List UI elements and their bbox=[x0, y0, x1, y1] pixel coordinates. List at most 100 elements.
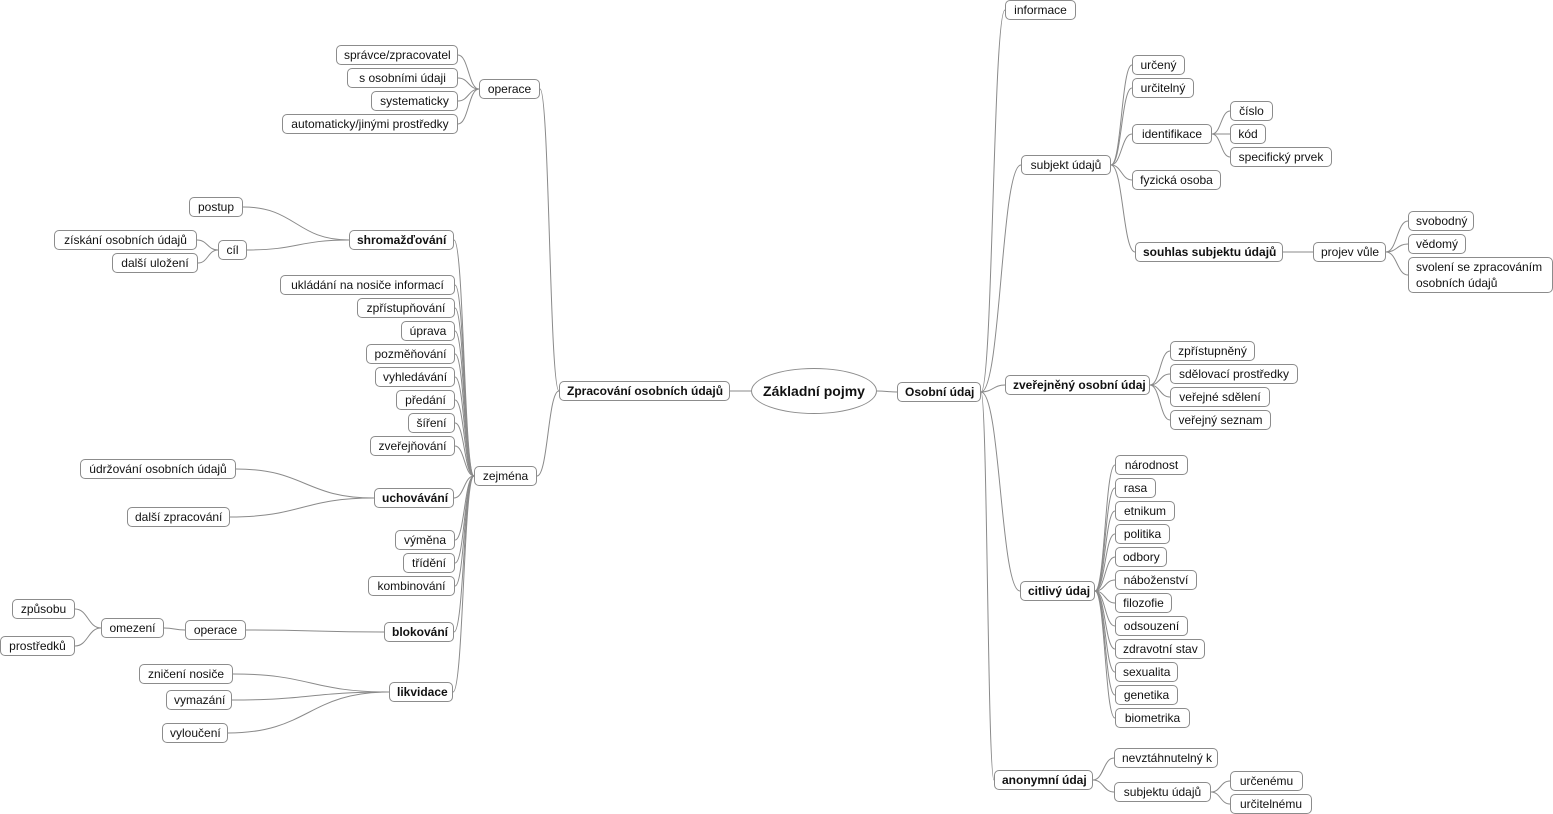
node-c8[interactable]: odsouzení bbox=[1115, 616, 1188, 636]
link-cil2 bbox=[197, 249, 219, 264]
node-zv1[interactable]: zpřístupněný bbox=[1170, 341, 1255, 361]
node-inf[interactable]: informace bbox=[1005, 0, 1076, 20]
link-postup bbox=[242, 206, 350, 241]
node-ident[interactable]: identifikace bbox=[1132, 124, 1212, 144]
node-c11[interactable]: genetika bbox=[1115, 685, 1178, 705]
node-c4[interactable]: politika bbox=[1115, 524, 1170, 544]
link-zpr-op bbox=[539, 88, 560, 392]
node-op1[interactable]: správce/zpracovatel bbox=[336, 45, 458, 65]
link-op2 bbox=[457, 77, 480, 90]
link-souh bbox=[1110, 164, 1136, 253]
link-an1 bbox=[1092, 757, 1115, 781]
node-c10[interactable]: sexualita bbox=[1115, 662, 1178, 682]
node-an22[interactable]: určitelnému bbox=[1230, 794, 1312, 814]
node-op4[interactable]: automaticky/jinými prostředky bbox=[282, 114, 458, 134]
node-c5[interactable]: odbory bbox=[1115, 547, 1167, 567]
node-c1[interactable]: národnost bbox=[1115, 455, 1188, 475]
link-lik bbox=[452, 475, 475, 693]
node-lik1[interactable]: zničení nosiče bbox=[139, 664, 233, 684]
node-uch1[interactable]: údržování osobních údajů bbox=[80, 459, 236, 479]
node-c12[interactable]: biometrika bbox=[1115, 708, 1190, 728]
node-z9[interactable]: výměna bbox=[395, 530, 455, 550]
node-cil1[interactable]: získání osobních údajů bbox=[54, 230, 197, 250]
node-zpus[interactable]: způsobu bbox=[12, 599, 75, 619]
link-fyz bbox=[1110, 164, 1133, 181]
link-svob bbox=[1385, 220, 1409, 253]
node-omez[interactable]: omezení bbox=[101, 618, 164, 638]
node-z10[interactable]: třídění bbox=[403, 553, 455, 573]
node-z3[interactable]: úprava bbox=[401, 321, 455, 341]
node-sub[interactable]: subjekt údajů bbox=[1021, 155, 1111, 175]
link-omez bbox=[163, 627, 186, 631]
link-c12 bbox=[1094, 590, 1116, 719]
link-c1 bbox=[1094, 464, 1116, 592]
node-an1[interactable]: nevztáhnutelný k bbox=[1114, 748, 1218, 768]
node-an2[interactable]: subjektu údajů bbox=[1114, 782, 1211, 802]
node-zv2[interactable]: sdělovací prostředky bbox=[1170, 364, 1298, 384]
node-proj[interactable]: projev vůle bbox=[1313, 242, 1386, 262]
node-spec[interactable]: specifický prvek bbox=[1230, 147, 1332, 167]
link-shr bbox=[453, 239, 475, 477]
node-cit[interactable]: citlivý údaj bbox=[1020, 581, 1095, 601]
node-svob[interactable]: svobodný bbox=[1408, 211, 1474, 231]
node-cil2[interactable]: další uložení bbox=[112, 253, 198, 273]
node-ved[interactable]: vědomý bbox=[1408, 234, 1466, 254]
node-z4[interactable]: pozměňování bbox=[366, 344, 455, 364]
node-souh[interactable]: souhlas subjektu údajů bbox=[1135, 242, 1283, 262]
node-zpr-op[interactable]: operace bbox=[479, 79, 540, 99]
link-lik2 bbox=[231, 691, 390, 701]
node-blk[interactable]: blokování bbox=[384, 622, 454, 642]
link-op1 bbox=[457, 54, 480, 90]
node-z11[interactable]: kombinování bbox=[368, 576, 455, 596]
node-postup[interactable]: postup bbox=[189, 197, 243, 217]
node-lik2[interactable]: vymazání bbox=[166, 690, 232, 710]
link-c6 bbox=[1094, 579, 1116, 592]
node-lik[interactable]: likvidace bbox=[389, 682, 453, 702]
link-spec bbox=[1211, 133, 1231, 158]
node-shr[interactable]: shromažďování bbox=[349, 230, 454, 250]
node-zej[interactable]: zejména bbox=[474, 466, 537, 486]
node-zv3[interactable]: veřejné sdělení bbox=[1170, 387, 1270, 407]
node-c2[interactable]: rasa bbox=[1115, 478, 1156, 498]
link-c4 bbox=[1094, 533, 1116, 592]
node-zver[interactable]: zveřejněný osobní údaj bbox=[1005, 375, 1150, 395]
node-cislo[interactable]: číslo bbox=[1230, 101, 1273, 121]
node-z1[interactable]: ukládání na nosiče informací bbox=[280, 275, 455, 295]
node-blk-op[interactable]: operace bbox=[185, 620, 246, 640]
node-op3[interactable]: systematicky bbox=[371, 91, 458, 111]
node-zpr[interactable]: Zpracování osobních údajů bbox=[559, 381, 730, 401]
root-node[interactable]: Základní pojmy bbox=[751, 368, 877, 414]
node-uch2[interactable]: další zpracování bbox=[127, 507, 230, 527]
node-urc[interactable]: určený bbox=[1132, 55, 1185, 75]
node-z7[interactable]: šíření bbox=[408, 413, 455, 433]
link-lik3 bbox=[227, 691, 390, 734]
node-uch[interactable]: uchovávání bbox=[374, 488, 454, 508]
node-c6[interactable]: náboženství bbox=[1115, 570, 1197, 590]
node-c3[interactable]: etnikum bbox=[1115, 501, 1175, 521]
node-c9[interactable]: zdravotní stav bbox=[1115, 639, 1205, 659]
node-ou[interactable]: Osobní údaj bbox=[897, 382, 981, 402]
link-cil bbox=[246, 239, 350, 251]
link-uch1 bbox=[235, 468, 375, 499]
link-an21 bbox=[1210, 780, 1231, 793]
node-svol[interactable]: svolení se zpracováním osobních údajů bbox=[1408, 257, 1553, 293]
node-kod[interactable]: kód bbox=[1230, 124, 1266, 144]
node-op2[interactable]: s osobními údaji bbox=[347, 68, 458, 88]
node-z5[interactable]: vyhledávání bbox=[375, 367, 455, 387]
node-c7[interactable]: filozofie bbox=[1115, 593, 1172, 613]
node-z2[interactable]: zpřístupňování bbox=[357, 298, 455, 318]
node-anon[interactable]: anonymní údaj bbox=[994, 770, 1093, 790]
node-prost[interactable]: prostředků bbox=[0, 636, 75, 656]
node-zv4[interactable]: veřejný seznam bbox=[1170, 410, 1271, 430]
node-z8[interactable]: zveřejňování bbox=[370, 436, 455, 456]
node-lik3[interactable]: vyloučení bbox=[162, 723, 228, 743]
link-svol bbox=[1385, 251, 1409, 276]
link-an22 bbox=[1210, 791, 1231, 805]
node-z6[interactable]: předání bbox=[396, 390, 455, 410]
node-cil[interactable]: cíl bbox=[218, 240, 247, 260]
node-an21[interactable]: určenému bbox=[1230, 771, 1303, 791]
node-fyz[interactable]: fyzická osoba bbox=[1132, 170, 1221, 190]
link-c11 bbox=[1094, 590, 1116, 696]
node-urct[interactable]: určitelný bbox=[1132, 78, 1194, 98]
